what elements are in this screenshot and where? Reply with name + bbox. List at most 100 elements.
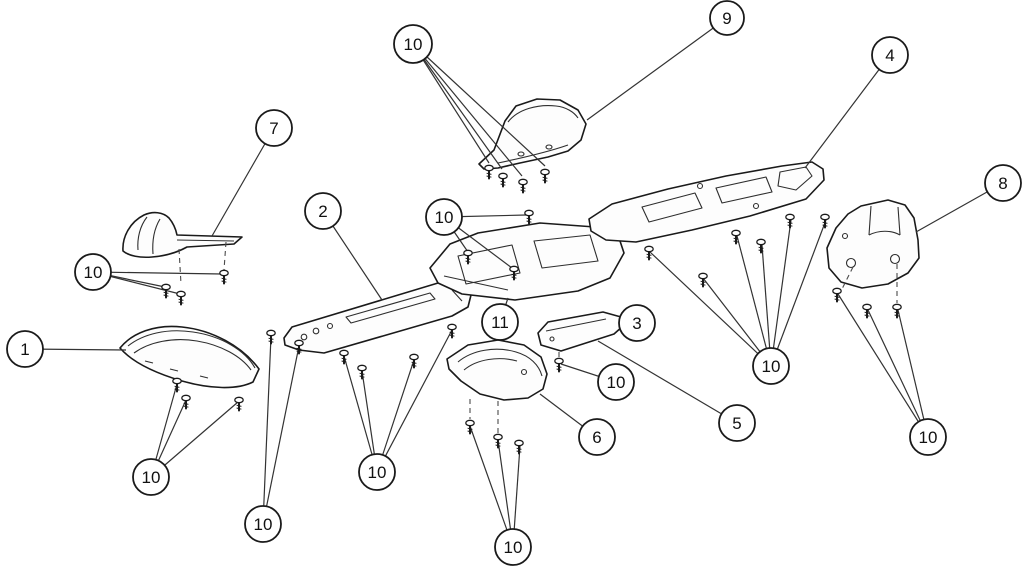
callout-5: 5 [718, 404, 756, 442]
screw-icon [785, 213, 795, 229]
callout-label: 10 [607, 373, 626, 392]
callout-1: 1 [6, 330, 44, 368]
callout-10: 10 [909, 418, 947, 456]
leader-line [770, 219, 827, 367]
callout-label: 10 [435, 208, 454, 227]
callout-label: 10 [254, 515, 273, 534]
leader-line [586, 17, 728, 121]
leader-line [867, 309, 929, 438]
screw-icon [465, 419, 475, 435]
screw-icon [294, 339, 304, 355]
screw-icon [832, 287, 842, 303]
leader-line [376, 329, 453, 473]
screw-icon [509, 265, 519, 281]
leader-line [761, 244, 772, 367]
screw-icon [172, 377, 182, 393]
callout-10: 10 [393, 24, 433, 64]
callout-label: 9 [722, 9, 731, 28]
callout-9: 9 [709, 0, 745, 36]
callout-label: 2 [318, 202, 327, 221]
part-8-bracket [826, 199, 920, 289]
leader-line [150, 401, 239, 478]
callout-label: 5 [732, 414, 741, 433]
leader-line [262, 335, 272, 525]
leader-line [412, 43, 490, 164]
callout-10: 10 [752, 347, 790, 385]
screw-icon [644, 245, 654, 261]
callout-label: 6 [592, 428, 601, 447]
callout-label: 10 [84, 263, 103, 282]
callout-label: 10 [919, 428, 938, 447]
screw-icon [339, 349, 349, 365]
screw-icon [266, 329, 276, 345]
callout-10: 10 [132, 458, 170, 496]
part-9-bracket [478, 98, 587, 170]
callout-10: 10 [597, 363, 635, 401]
leader-line [92, 271, 223, 275]
screw-icon [234, 396, 244, 412]
callout-10: 10 [358, 453, 396, 491]
screw-icon [698, 272, 708, 288]
leader-line [469, 425, 514, 548]
screw-icon [756, 238, 766, 254]
parts-layer [119, 98, 920, 401]
screw-icon [540, 168, 550, 184]
leader-line [837, 293, 929, 438]
screw-icon [484, 164, 494, 180]
callout-label: 10 [142, 468, 161, 487]
part-1-skid-plate [119, 325, 260, 389]
leader-line [736, 235, 772, 367]
leader-line [343, 355, 378, 473]
callout-2: 2 [304, 192, 342, 230]
callout-label: 8 [998, 174, 1007, 193]
callout-label: 7 [269, 119, 278, 138]
screw-icon [409, 353, 419, 369]
screw-icon [820, 213, 830, 229]
part-6-skid-plate [446, 339, 548, 401]
leader-line [597, 340, 738, 424]
callout-label: 3 [632, 314, 641, 333]
screw-icon [498, 172, 508, 188]
screw-icon [447, 323, 457, 339]
callout-label: 10 [368, 463, 387, 482]
callout-label: 11 [491, 313, 509, 332]
screw-icon [862, 303, 872, 319]
screw-icon [357, 364, 367, 380]
callout-10: 10 [425, 198, 463, 236]
screw-icon [176, 290, 186, 306]
leader-line [412, 43, 503, 170]
callout-4: 4 [871, 36, 909, 74]
callout-10: 10 [244, 505, 282, 543]
part-3-flat-plate [537, 311, 624, 352]
callout-10: 10 [494, 528, 532, 566]
leader-line [804, 54, 891, 169]
leader-line [770, 219, 792, 367]
callout-label: 1 [20, 340, 29, 359]
callout-11: 11 [481, 303, 519, 341]
part-11-center-plate [429, 222, 625, 301]
screw-icon [524, 209, 534, 225]
fasteners-layer [161, 164, 902, 455]
callout-label: 10 [404, 35, 423, 54]
screw-icon [219, 269, 229, 285]
part-4-long-plate [588, 161, 825, 243]
part-7-bracket [122, 211, 243, 259]
screw-icon [181, 394, 191, 410]
screw-icon [514, 439, 524, 455]
assembly-dashed-lines [178, 241, 898, 433]
callout-label: 4 [885, 46, 894, 65]
screw-icon [161, 283, 171, 299]
screw-icon [892, 303, 902, 319]
screw-icon [493, 433, 503, 449]
callout-3: 3 [618, 304, 656, 342]
callout-6: 6 [578, 418, 616, 456]
leader-line [211, 127, 275, 237]
callout-label: 10 [762, 357, 781, 376]
screw-icon [554, 357, 564, 373]
screw-icon [463, 249, 473, 265]
leader-line [412, 43, 523, 177]
part-2-long-plate [283, 282, 472, 354]
